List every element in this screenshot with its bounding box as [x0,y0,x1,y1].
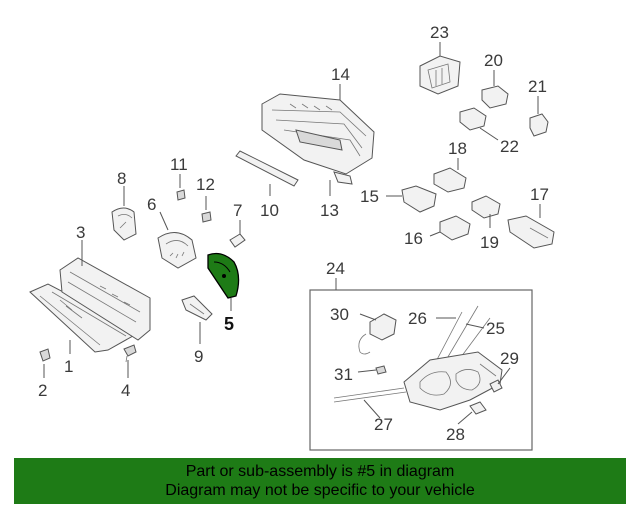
parts-diagram: 1 2 3 4 5 6 7 8 9 10 11 12 13 14 15 16 1… [29,23,555,451]
part-30-actuator[interactable] [358,313,397,355]
callout-4: 4 [121,381,130,400]
banner-line-1: Part or sub-assembly is #5 in diagram [185,463,455,480]
callout-18: 18 [448,139,467,158]
callout-29: 29 [500,349,519,368]
callout-5: 5 [224,314,234,334]
part-23-module[interactable] [419,55,461,95]
part-17-switch[interactable] [507,215,555,249]
part-5-gauge-highlighted[interactable] [207,252,240,299]
part-15-switch[interactable] [401,185,437,213]
part-2-clip[interactable] [39,348,51,362]
part-14-bezel[interactable] [261,93,375,175]
callout-2: 2 [38,381,47,400]
info-banner: Part or sub-assembly is #5 in diagram Di… [14,458,626,504]
part-8-gauge[interactable] [111,207,137,241]
part-6-gauge[interactable] [157,232,197,269]
callout-27: 27 [374,415,393,434]
part-22-switch[interactable] [459,107,487,131]
callout-13: 13 [320,201,339,220]
callout-9: 9 [194,347,203,366]
callout-24: 24 [326,259,345,278]
part-21-switch[interactable] [529,113,549,137]
part-31-clip[interactable] [375,365,387,375]
banner-line-2: Diagram may not be specific to your vehi… [165,482,475,499]
callout-23: 23 [430,23,449,42]
part-3-housing[interactable] [59,257,151,341]
part-20-switch[interactable] [481,85,509,109]
callout-28: 28 [446,425,465,444]
callout-8: 8 [117,169,126,188]
callout-16: 16 [404,229,423,248]
part-19-switch[interactable] [471,195,501,219]
part-28-knob[interactable] [469,401,487,415]
leader-lines [43,42,541,425]
callout-14: 14 [331,65,350,84]
part-9-bracket[interactable] [181,295,213,321]
callout-25: 25 [486,319,505,338]
callout-21: 21 [528,77,547,96]
callout-1: 1 [64,357,73,376]
part-1-lens[interactable] [29,283,142,353]
callout-11: 11 [170,155,188,174]
part-27-cable[interactable] [333,387,407,403]
callout-19: 19 [480,233,499,252]
callout-7: 7 [233,201,242,220]
part-7-bulb[interactable] [229,233,246,248]
callout-3: 3 [76,223,85,242]
part-12-bulb[interactable] [201,211,212,223]
callout-labels: 1 2 3 4 5 6 7 8 9 10 11 12 13 14 15 16 1… [38,23,549,444]
callout-20: 20 [484,51,503,70]
part-16-switch[interactable] [439,215,471,241]
callout-17: 17 [530,185,549,204]
part-10-strip[interactable] [235,150,299,187]
callout-22: 22 [500,137,519,156]
callout-12: 12 [196,175,215,194]
callout-30: 30 [330,305,349,324]
part-18-switch[interactable] [433,167,467,193]
callout-15: 15 [360,187,379,206]
part-13-bracket[interactable] [333,171,353,185]
callout-6: 6 [147,195,156,214]
part-4-screw[interactable] [123,344,137,363]
callout-31: 31 [334,365,353,384]
callout-26: 26 [408,309,427,328]
callout-10: 10 [260,201,279,220]
part-11-bulb[interactable] [176,189,186,201]
